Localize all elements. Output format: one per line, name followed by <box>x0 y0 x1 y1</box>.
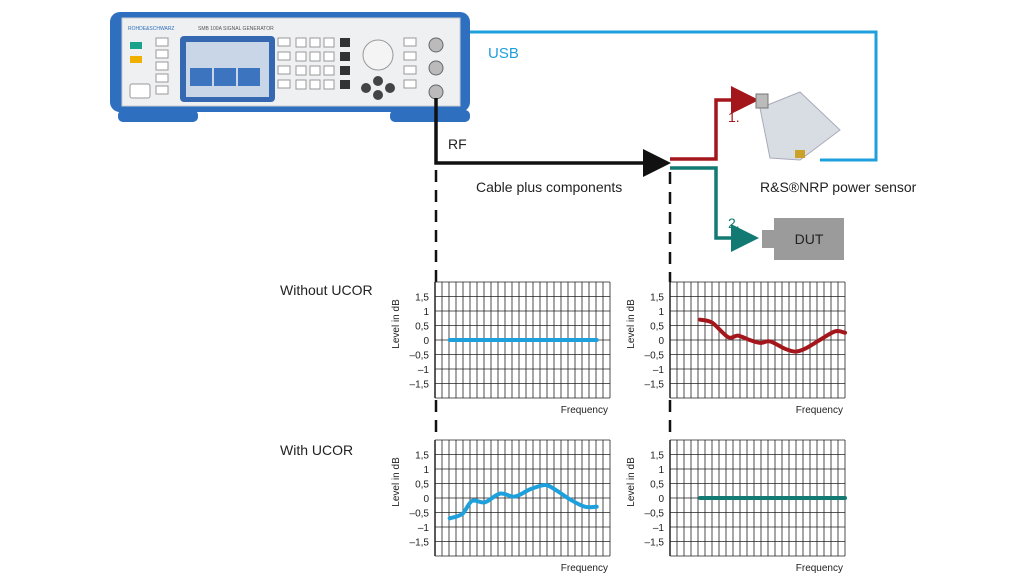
x-axis-label: Frequency <box>561 563 608 574</box>
y-tick-label: 1 <box>658 307 664 318</box>
y-tick-label: –0,5 <box>645 351 665 362</box>
y-tick-label: 1 <box>658 465 664 476</box>
y-axis-label: Level in dB <box>391 299 402 349</box>
step-2-label: 2. <box>728 215 740 231</box>
rf-label: RF <box>448 136 467 152</box>
step-1-label: 1. <box>728 109 740 125</box>
y-tick-label: –1,5 <box>410 380 430 391</box>
y-tick-label: –0,5 <box>410 509 430 520</box>
y-tick-label: 0 <box>423 494 429 505</box>
rf-output-connector <box>428 84 444 100</box>
y-tick-label: 1,5 <box>650 293 664 304</box>
y-axis-label: Level in dB <box>626 457 637 507</box>
y-tick-label: 1,5 <box>415 451 429 462</box>
dashed-guides <box>434 170 672 440</box>
y-tick-label: –1,5 <box>645 380 665 391</box>
y-tick-label: 0,5 <box>415 480 429 491</box>
dut-box <box>774 218 844 260</box>
generator-brand: ROHDE&SCHWARZ <box>128 26 174 32</box>
local-button[interactable] <box>130 56 142 63</box>
y-tick-label: 1 <box>423 465 429 476</box>
generator-model: SMB 100A SIGNAL GENERATOR <box>198 26 274 32</box>
y-tick-label: 0 <box>423 336 429 347</box>
preset-button[interactable] <box>130 42 142 49</box>
chart-without-ucor-generator: 1,5 1 0,5 0 –0,5 –1 –1,5 Level in dB Frequency <box>391 281 611 416</box>
path-to-dut <box>670 166 759 252</box>
usb-label: USB <box>488 45 519 62</box>
chart-with-ucor-dut: 1,5 1 0,5 0 –0,5 –1 –1,5 Level in dB Frequency <box>626 439 847 574</box>
y-tick-label: 1 <box>423 307 429 318</box>
y-axis-label: Level in dB <box>391 457 402 507</box>
path-to-sensor <box>670 86 759 161</box>
y-tick-label: –1,5 <box>410 538 430 549</box>
series-line <box>447 482 599 521</box>
with-ucor-label: With UCOR <box>280 442 353 458</box>
rotary-knob[interactable] <box>362 39 394 71</box>
y-tick-label: 0,5 <box>650 322 664 333</box>
y-tick-label: –1 <box>653 365 665 376</box>
chart-with-ucor-generator: 1,5 1 0,5 0 –0,5 –1 –1,5 Level in dB Frequency <box>391 439 611 574</box>
dut-connector <box>762 230 774 248</box>
y-tick-label: –1 <box>653 523 665 534</box>
usb-cable <box>470 30 878 162</box>
signal-generator: ROHDE&SCHWARZ SMB 100A SIGNAL GENERATOR <box>110 12 470 122</box>
y-tick-label: –0,5 <box>410 351 430 362</box>
y-tick-label: 0,5 <box>650 480 664 491</box>
y-tick-label: –1 <box>418 365 430 376</box>
y-axis-label: Level in dB <box>626 299 637 349</box>
cable-label: Cable plus components <box>476 179 622 195</box>
y-tick-label: 0 <box>658 336 664 347</box>
without-ucor-label: Without UCOR <box>280 282 373 298</box>
y-tick-label: 0,5 <box>415 322 429 333</box>
sensor-label: R&S®NRP power sensor <box>760 179 917 195</box>
y-tick-label: 1,5 <box>650 451 664 462</box>
power-sensor <box>755 91 841 161</box>
x-axis-label: Frequency <box>561 405 608 416</box>
dut-label: DUT <box>795 231 824 247</box>
y-tick-label: –1 <box>418 523 430 534</box>
series-line <box>698 317 847 354</box>
chart-without-ucor-dut: 1,5 1 0,5 0 –0,5 –1 –1,5 Level in dB Frequency <box>626 281 847 416</box>
x-axis-label: Frequency <box>796 563 843 574</box>
power-button[interactable] <box>129 83 151 99</box>
y-tick-label: 0 <box>658 494 664 505</box>
y-tick-label: 1,5 <box>415 293 429 304</box>
rf-cable <box>434 98 671 177</box>
y-tick-label: –1,5 <box>645 538 665 549</box>
y-tick-label: –0,5 <box>645 509 665 520</box>
x-axis-label: Frequency <box>796 405 843 416</box>
